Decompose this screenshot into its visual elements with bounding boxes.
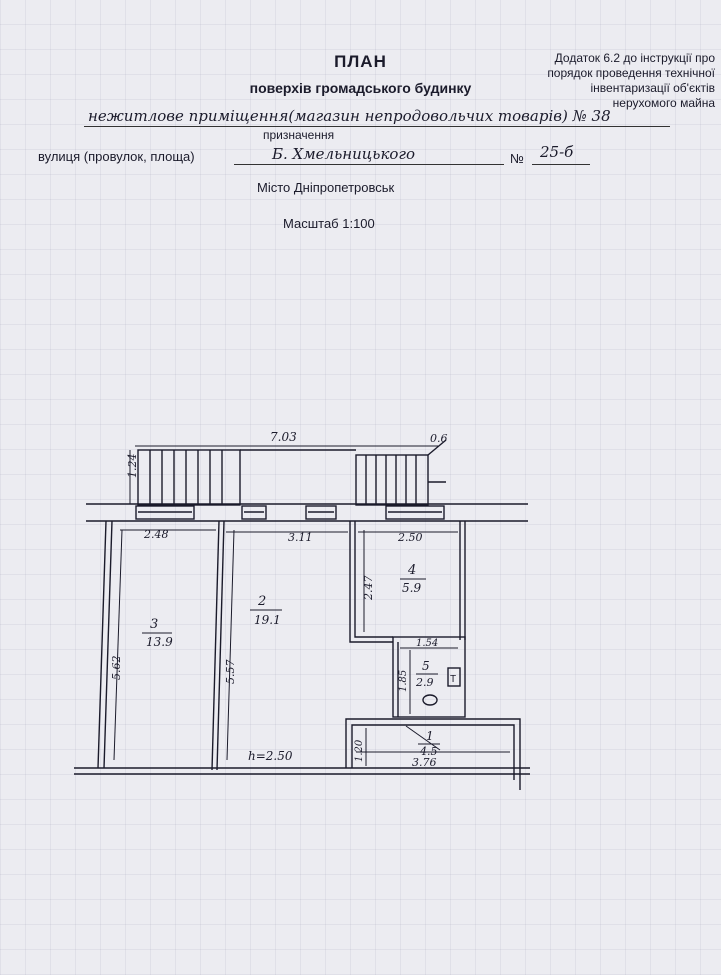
ceiling-height: h=2.50 bbox=[248, 749, 293, 763]
document-subtitle: поверхів громадського будинку bbox=[249, 80, 472, 96]
dim-top-width: 7.03 bbox=[270, 430, 297, 444]
top-wall bbox=[86, 503, 528, 522]
dim-w2: 3.11 bbox=[288, 531, 313, 544]
dim-room4-height: 2.47 bbox=[362, 576, 375, 602]
street-label: вулиця (провулок, площа) bbox=[38, 149, 195, 164]
dim-room5-height: 1.85 bbox=[398, 670, 409, 692]
dim-corner: 0.6 bbox=[430, 432, 448, 445]
dim-room2-height: 5.57 bbox=[224, 660, 237, 685]
dim-w1: 2.48 bbox=[143, 528, 169, 541]
room-4-label: 4 5.9 bbox=[400, 563, 426, 595]
svg-text:4.5: 4.5 bbox=[419, 745, 438, 758]
svg-text:5: 5 bbox=[422, 659, 430, 673]
room-2-label: 2 19.1 bbox=[250, 594, 282, 627]
appendix-note: Додаток 6.2 до інструкції про порядок пр… bbox=[547, 51, 715, 110]
stair-right bbox=[355, 439, 447, 506]
dim-room5-width: 1.54 bbox=[416, 638, 438, 649]
svg-text:4: 4 bbox=[407, 563, 416, 578]
room5-walls bbox=[392, 636, 466, 718]
svg-text:2.9: 2.9 bbox=[415, 676, 434, 689]
room1-walls bbox=[345, 718, 521, 790]
dim-room1-width: 3.76 bbox=[412, 756, 437, 769]
svg-text:1: 1 bbox=[426, 729, 434, 743]
purpose-label: призначення bbox=[263, 128, 335, 142]
svg-text:13.9: 13.9 bbox=[146, 635, 173, 649]
dim-room1-height: 1.20 bbox=[354, 739, 365, 762]
room-3-label: 3 13.9 bbox=[142, 617, 173, 649]
stair-left bbox=[137, 449, 241, 506]
dim-room3-height: 5.62 bbox=[110, 656, 123, 681]
city-label: Місто Дніпропетровськ bbox=[257, 180, 395, 195]
number-label: № bbox=[510, 151, 524, 166]
svg-text:3: 3 bbox=[150, 617, 158, 632]
street-underline bbox=[234, 164, 504, 165]
wc-symbol: T bbox=[450, 674, 456, 685]
number-value: 25-б bbox=[540, 143, 574, 161]
purpose-underline bbox=[84, 126, 670, 127]
wall-room4 bbox=[349, 521, 393, 643]
purpose-value: нежитлове приміщення(магазин непродоволь… bbox=[88, 107, 611, 125]
svg-text:2: 2 bbox=[257, 594, 266, 609]
svg-text:5.9: 5.9 bbox=[402, 581, 421, 595]
scale-label: Масштаб 1:100 bbox=[283, 216, 375, 231]
room-1-label: 1 4.5 bbox=[418, 729, 440, 758]
street-value: Б. Хмельницького bbox=[272, 145, 416, 163]
dim-w3: 2.50 bbox=[397, 531, 423, 544]
wall-room3-room2 bbox=[211, 520, 220, 771]
svg-text:19.1: 19.1 bbox=[254, 613, 281, 627]
document-title: ПЛАН bbox=[334, 52, 387, 71]
dim-stair-height: 1.24 bbox=[126, 454, 139, 479]
room-5-label: 5 2.9 bbox=[415, 659, 438, 689]
number-underline bbox=[532, 164, 590, 165]
wall-left bbox=[97, 520, 107, 769]
